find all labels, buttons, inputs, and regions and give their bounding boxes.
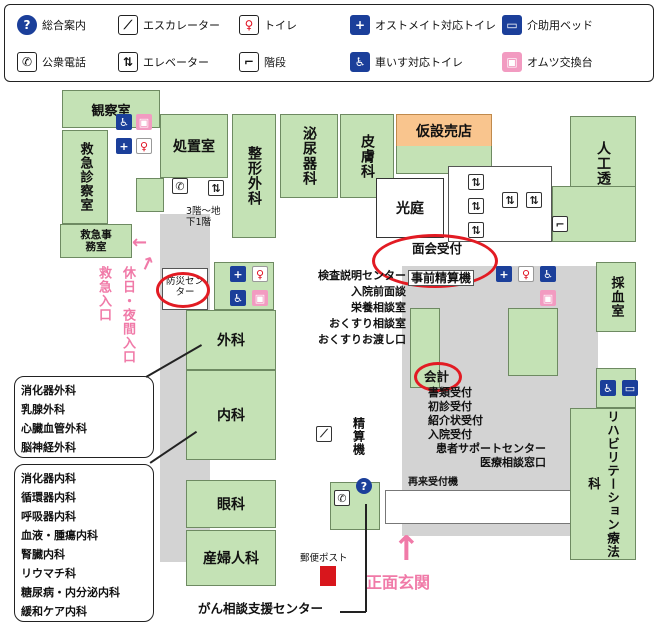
room-urology: 泌尿器科	[280, 114, 338, 198]
toilet-icon: ♀	[136, 138, 152, 154]
ostomate-icon: +	[116, 138, 132, 154]
room-surgery: 外科	[186, 310, 276, 370]
legend-diaper: ▣ オムツ交換台	[502, 52, 593, 72]
legend: ? 総合案内 ⟋ エスカレーター ♀ トイレ + オストメイト対応トイレ ▭ 介…	[4, 4, 654, 82]
escalator-icon: ⟋	[316, 426, 332, 442]
toilet-icon-2: ♀	[252, 266, 268, 282]
main-left-list: 検査説明センター 入院前面談 栄養相談室 おくすり相談室 おくすりお渡し口	[318, 269, 406, 346]
main-entrance-label: 正面玄関	[366, 573, 431, 592]
legend-care-bed: ▭ 介助用ベッド	[502, 15, 593, 35]
ostomate-icon-2: +	[230, 266, 246, 282]
phone-icon: ✆	[172, 178, 188, 194]
room-treatment: 処置室	[160, 114, 228, 178]
mailbox-icon	[320, 566, 336, 586]
main-entrance-arrow-icon: ↑	[392, 529, 421, 569]
wheelchair-icon-3: ♿	[540, 266, 556, 282]
advance-payment-label: 事前精算機	[408, 270, 475, 286]
diaper-icon-3: ▣	[540, 290, 556, 306]
wheelchair-icon-2: ♿	[230, 290, 246, 306]
holiday-entrance-label: 休日・夜間入口	[120, 266, 135, 364]
room-rehab: リハビリテーション療法科	[570, 408, 636, 560]
cancer-center-label: がん相談支援センター	[198, 601, 324, 616]
room-blood-draw: 採血室	[596, 262, 636, 332]
escalator-icon: ⟋	[118, 15, 138, 35]
elevator-icon-5: ⇅	[502, 192, 518, 208]
legend-elevator: ⇅ エレベーター	[118, 52, 209, 72]
phone-icon: ✆	[17, 52, 37, 72]
info-icon: ?	[17, 15, 37, 35]
elevator-icon: ⇅	[118, 52, 138, 72]
room-temp-shop-lower	[396, 146, 492, 174]
wheelchair-icon: ♿	[350, 52, 370, 72]
room-right-inner	[508, 308, 558, 376]
legend-ostomate: + オストメイト対応トイレ	[350, 15, 496, 35]
ostomate-icon: +	[350, 15, 370, 35]
toilet-icon: ♀	[239, 15, 259, 35]
care-bed-icon: ▭	[622, 380, 638, 396]
accounting-highlight	[414, 362, 462, 392]
cancer-center-line-v	[365, 504, 367, 612]
revisit-label: 再来受付機	[408, 477, 458, 488]
cancer-center-line	[340, 611, 366, 613]
info-icon: ?	[356, 478, 372, 494]
elevator-icon: ⇅	[208, 180, 224, 196]
phone-icon-2: ✆	[334, 490, 350, 506]
floors-label: 3階～地下1階	[186, 206, 221, 228]
diaper-icon: ▣	[136, 114, 152, 130]
wheelchair-icon-4: ♿	[600, 380, 616, 396]
internal-depts-callout: 消化器内科 循環器内科 呼吸器内科 血液・腫瘍内科 腎臓内科 リウマチ科 糖尿病…	[14, 464, 154, 622]
stairs-icon: ⌐	[552, 216, 568, 232]
legend-phone: ✆ 公衆電話	[17, 52, 86, 72]
room-obgyn: 産婦人科	[186, 530, 276, 586]
elevator-icon-6: ⇅	[526, 192, 542, 208]
stairs-icon: ⌐	[239, 52, 259, 72]
room-right-mid	[552, 186, 636, 242]
legend-info: ? 総合案内	[17, 15, 86, 35]
main-right-list: 書類受付 初診受付 紹介状受付 入院受付 患者サポートセンター 医療相談窓口	[428, 386, 546, 469]
legend-toilet: ♀ トイレ	[239, 15, 297, 35]
corridor-bottom	[385, 490, 583, 524]
room-courtyard: 光庭	[376, 178, 444, 238]
floor-map: 観察室 処置室 整形外科 泌尿器科 皮膚科 仮設売店 人工透析室 救急診察室 救…	[0, 86, 658, 622]
elevator-icon-4: ⇅	[468, 222, 484, 238]
room-orthopedics: 整形外科	[232, 114, 276, 238]
room-internal: 内科	[186, 370, 276, 460]
room-emergency-exam: 救急診察室	[62, 130, 108, 224]
wheelchair-icon: ♿	[116, 114, 132, 130]
legend-escalator: ⟋ エスカレーター	[118, 15, 220, 35]
care-bed-icon: ▭	[502, 15, 522, 35]
room-ophthalmology: 眼科	[186, 480, 276, 528]
legend-wheelchair: ♿ 車いす対応トイレ	[350, 52, 463, 72]
toilet-icon-3: ♀	[518, 266, 534, 282]
ostomate-icon-3: +	[496, 266, 512, 282]
room-small-left	[136, 178, 164, 212]
room-emergency-office: 救急事務室	[60, 224, 132, 258]
emergency-entrance-label: 救急入口	[96, 266, 111, 322]
legend-stairs: ⌐ 階段	[239, 52, 286, 72]
visit-reception-highlight	[372, 234, 498, 288]
disaster-center-highlight	[156, 272, 210, 308]
diaper-icon: ▣	[502, 52, 522, 72]
diaper-icon-2: ▣	[252, 290, 268, 306]
mailbox-label: 郵便ポスト	[300, 553, 348, 564]
entrance-arrow-icon: ←	[132, 232, 148, 253]
room-cashier-machine: 精算機	[342, 406, 376, 466]
surgery-depts-callout: 消化器外科 乳腺外科 心臓血管外科 脳神経外科	[14, 376, 154, 458]
elevator-icon-3: ⇅	[468, 198, 484, 214]
elevator-icon-2: ⇅	[468, 174, 484, 190]
